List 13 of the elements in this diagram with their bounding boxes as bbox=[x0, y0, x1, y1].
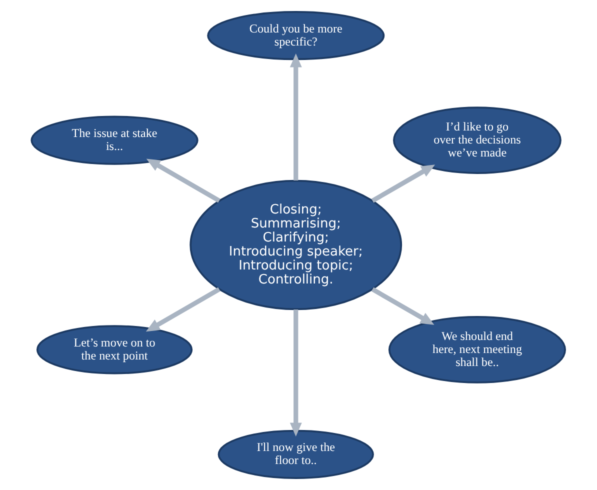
node-ellipse: The issue at stake is... bbox=[30, 116, 198, 165]
arrow bbox=[290, 54, 302, 180]
node-ellipse: Could you be more specific? bbox=[207, 11, 385, 60]
arrow bbox=[146, 287, 220, 332]
node-ellipse: Closing; Summarising; Clarifying; Introducing speaker; Introducing topic; Controlling. bbox=[190, 180, 402, 310]
node-ellipse: I’d like to go over the decisions we’ve made bbox=[393, 106, 562, 174]
node-ellipse: Let’s move on to the next point bbox=[36, 325, 193, 374]
arrow bbox=[371, 287, 434, 325]
node-ellipse: I'll now give the floor to.. bbox=[218, 430, 374, 479]
node-ellipse: We should end here, next meeting shall be.. bbox=[388, 316, 566, 384]
arrow bbox=[146, 158, 220, 203]
arrow bbox=[371, 164, 436, 203]
arrow bbox=[290, 310, 302, 436]
